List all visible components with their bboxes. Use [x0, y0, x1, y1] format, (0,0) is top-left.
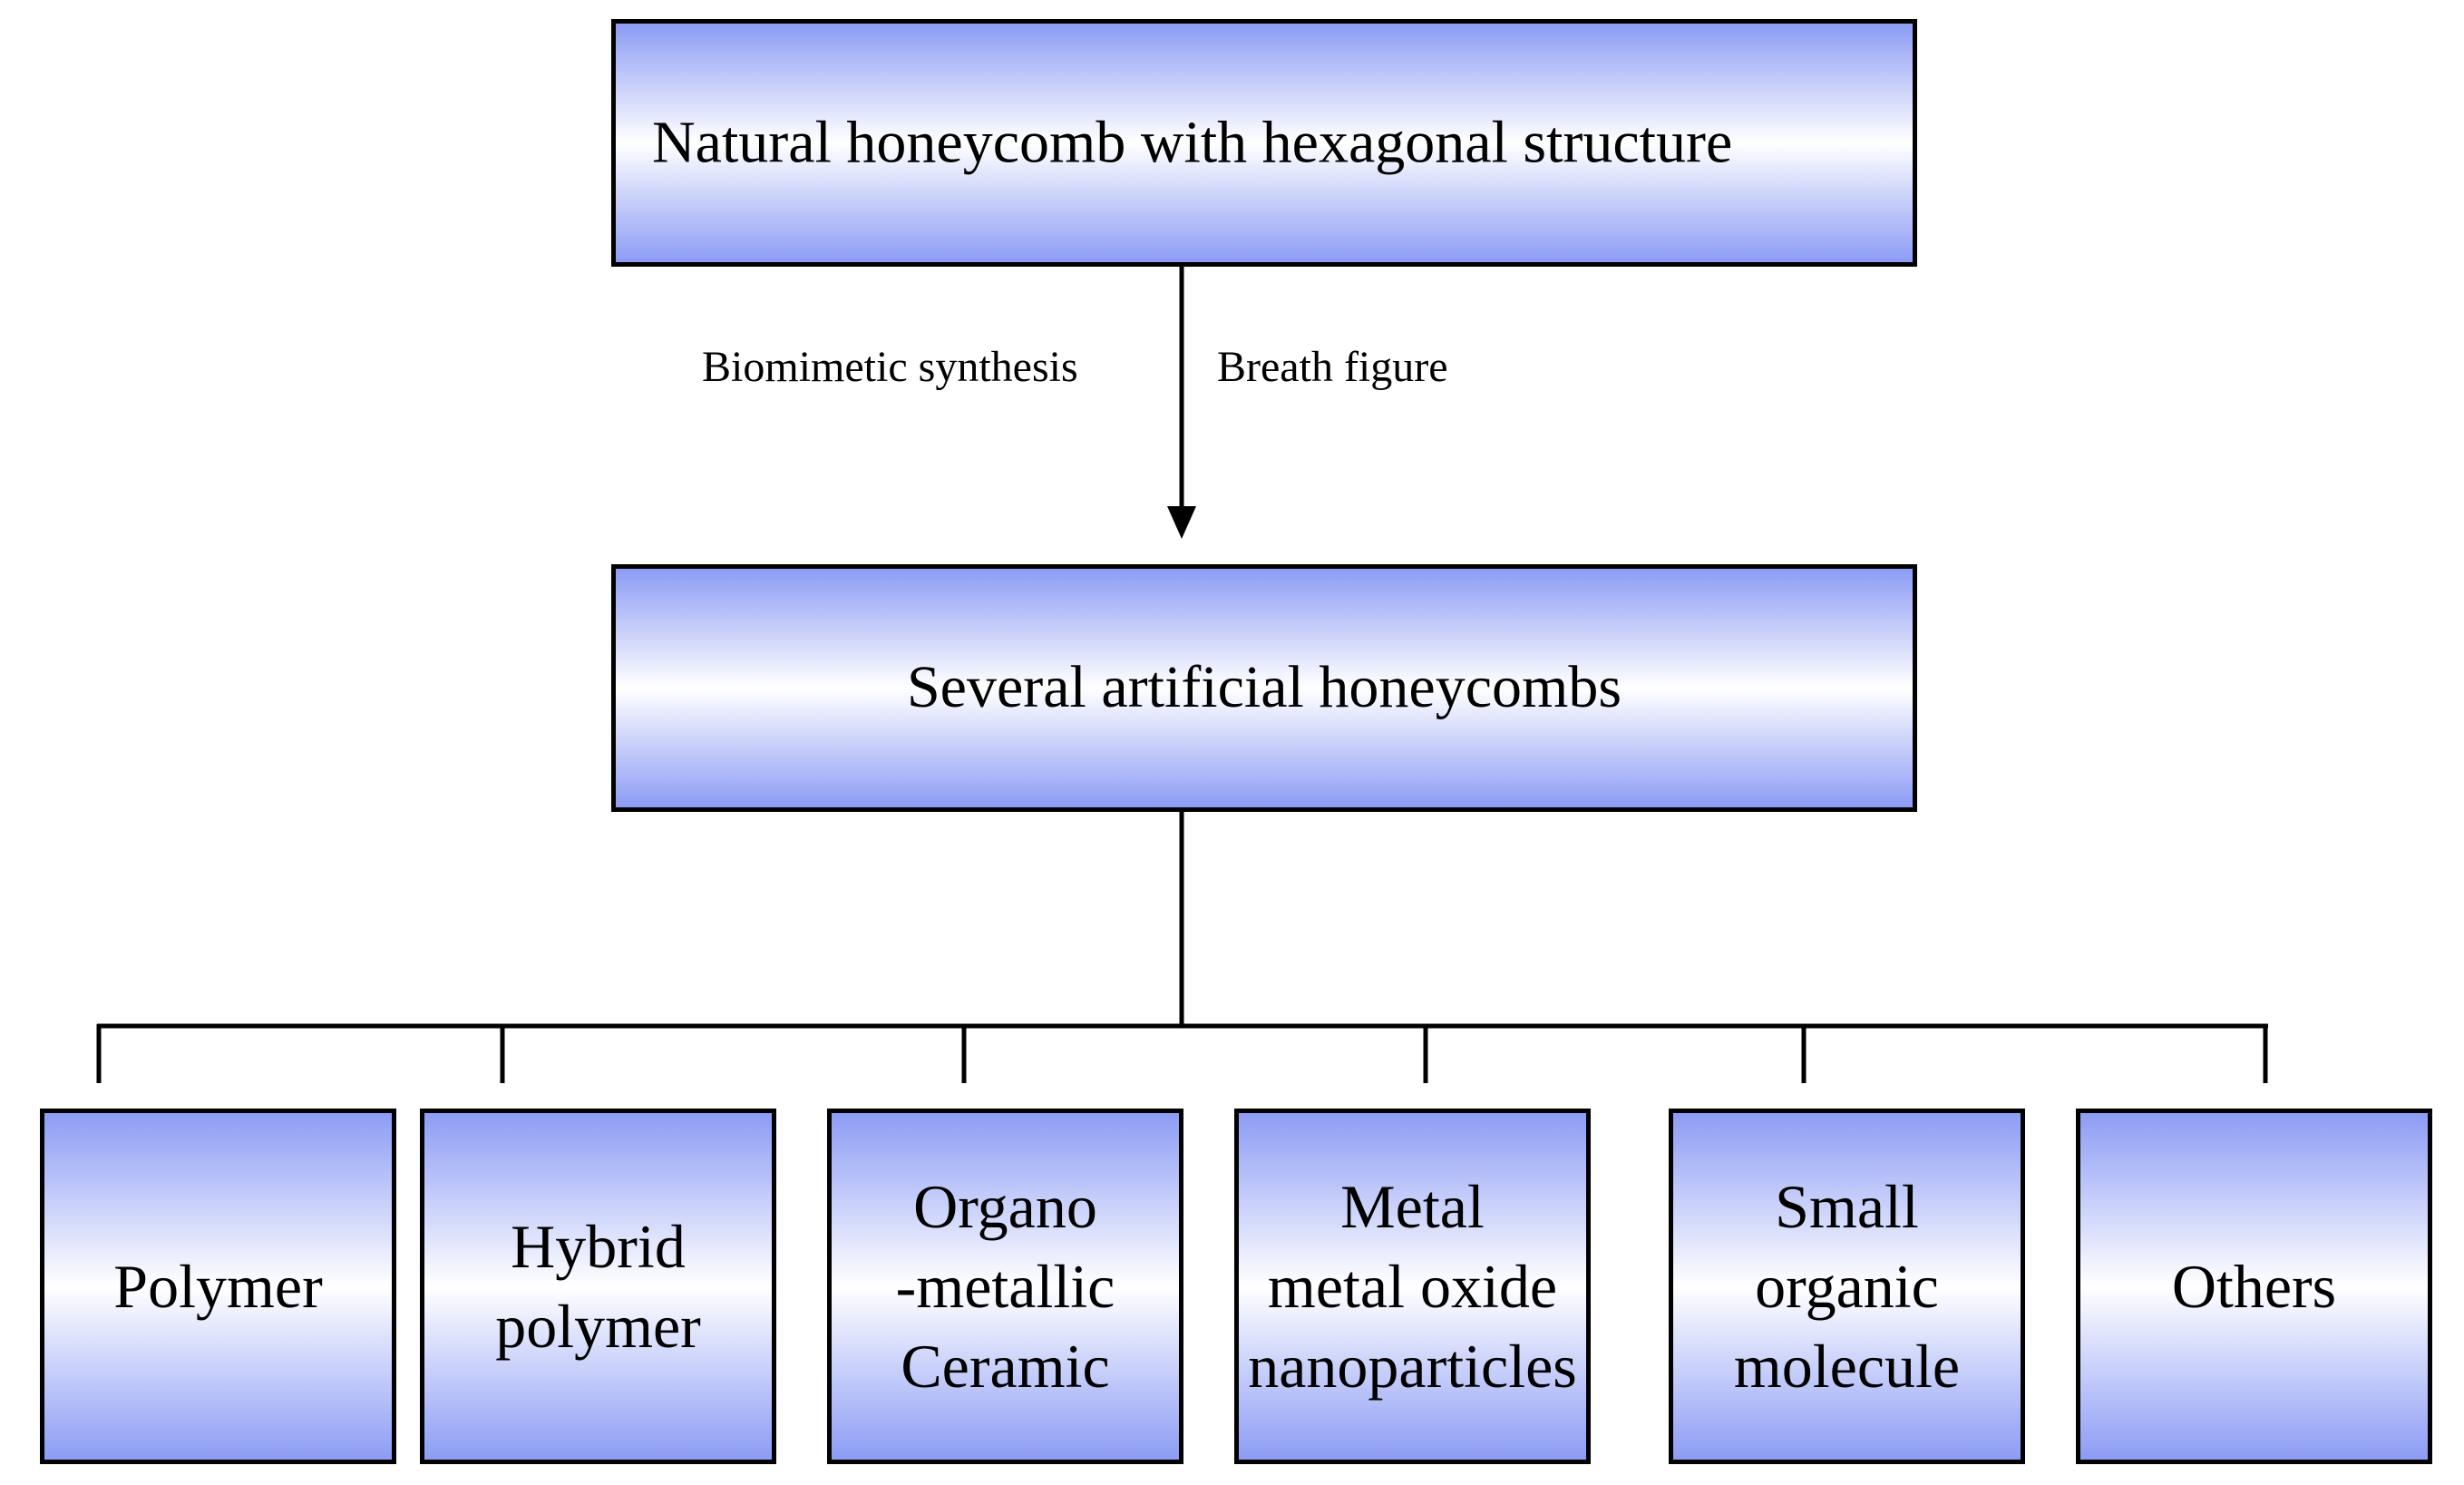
category-line: Others — [2171, 1252, 2337, 1321]
category-label: Polymer — [113, 1246, 322, 1326]
category-polymer: Polymer — [40, 1109, 396, 1464]
category-line: Ceramic — [901, 1332, 1110, 1401]
category-others: Others — [2076, 1109, 2432, 1464]
category-line: -metallic — [895, 1252, 1115, 1321]
breath-figure-label: Breath figure — [1217, 343, 1448, 391]
category-organometallic-ceramic: Organo -metallic Ceramic — [827, 1109, 1183, 1464]
category-line: Hybrid — [511, 1212, 686, 1281]
category-line: Polymer — [113, 1252, 323, 1321]
category-metal-nanoparticles: Metal metal oxide nanoparticles — [1234, 1109, 1591, 1464]
category-hybrid-polymer: Hybrid polymer — [420, 1109, 776, 1464]
biomimetic-synthesis-label: Biomimetic synthesis — [702, 343, 1078, 391]
category-line: polymer — [495, 1292, 701, 1361]
category-label: Hybrid polymer — [495, 1207, 701, 1366]
artificial-honeycombs-label: Several artificial honeycombs — [906, 654, 1622, 721]
artificial-honeycombs-node: Several artificial honeycombs — [611, 564, 1917, 812]
natural-honeycomb-node: Natural honeycomb with hexagonal structu… — [611, 19, 1917, 267]
category-line: metal oxide — [1267, 1252, 1558, 1321]
category-label: Others — [2172, 1246, 2336, 1326]
arrow-head — [1167, 506, 1196, 539]
category-label: Small organic molecule — [1734, 1167, 1960, 1406]
category-line: nanoparticles — [1248, 1332, 1577, 1401]
category-small-organic-molecule: Small organic molecule — [1669, 1109, 2025, 1464]
category-label: Organo -metallic Ceramic — [896, 1167, 1115, 1406]
natural-honeycomb-label: Natural honeycomb with hexagonal structu… — [652, 109, 1733, 176]
category-line: Metal — [1340, 1172, 1485, 1241]
category-line: organic — [1755, 1252, 1939, 1321]
category-line: Organo — [913, 1172, 1097, 1241]
category-line: Small — [1775, 1172, 1919, 1241]
category-line: molecule — [1733, 1332, 1961, 1401]
category-label: Metal metal oxide nanoparticles — [1248, 1167, 1577, 1406]
